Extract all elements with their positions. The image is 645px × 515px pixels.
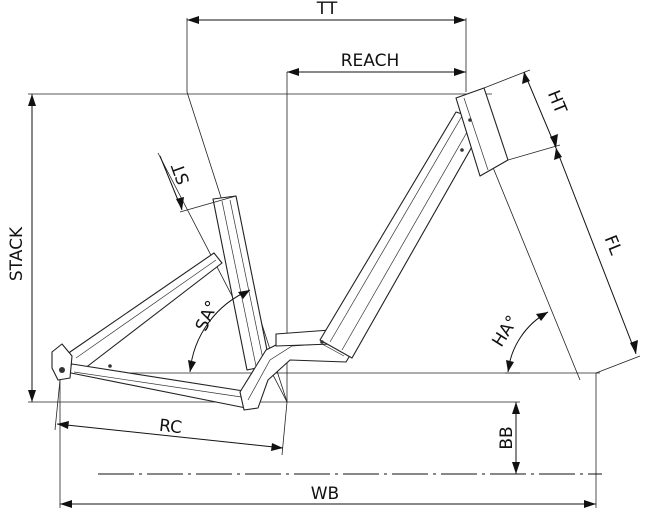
dimension-fl: FL (554, 147, 641, 374)
stack-label: STACK (7, 226, 27, 281)
chain-stay (65, 363, 251, 409)
dimension-wb: WB (60, 484, 596, 508)
rc-right-extension (281, 401, 288, 456)
bb-label: BB (497, 426, 517, 449)
fork-axis-line (491, 164, 581, 381)
rc-label: RC (158, 416, 183, 438)
angle-ha: HA° (489, 311, 549, 373)
rear-axle (59, 367, 65, 373)
dimension-bb: BB (497, 402, 520, 474)
seat-tube (212, 195, 271, 371)
dimension-tt: TT (187, 0, 466, 24)
dimension-rc: RC (56, 416, 284, 451)
dimension-stack: STACK (7, 94, 36, 402)
fl-label: FL (600, 232, 626, 258)
rear-dropout (51, 343, 73, 381)
reach-label: REACH (341, 51, 400, 71)
wb-label: WB (311, 484, 339, 504)
ht-label: HT (543, 88, 570, 118)
reference-lines (28, 18, 600, 508)
st-label: ST (168, 160, 194, 187)
rc-left-extension (54, 379, 61, 431)
ha-label: HA° (489, 312, 523, 351)
bike-frame (51, 87, 509, 411)
tt-label: TT (316, 0, 338, 19)
dimension-reach: REACH (287, 51, 466, 76)
sa-label: SA° (192, 298, 223, 335)
